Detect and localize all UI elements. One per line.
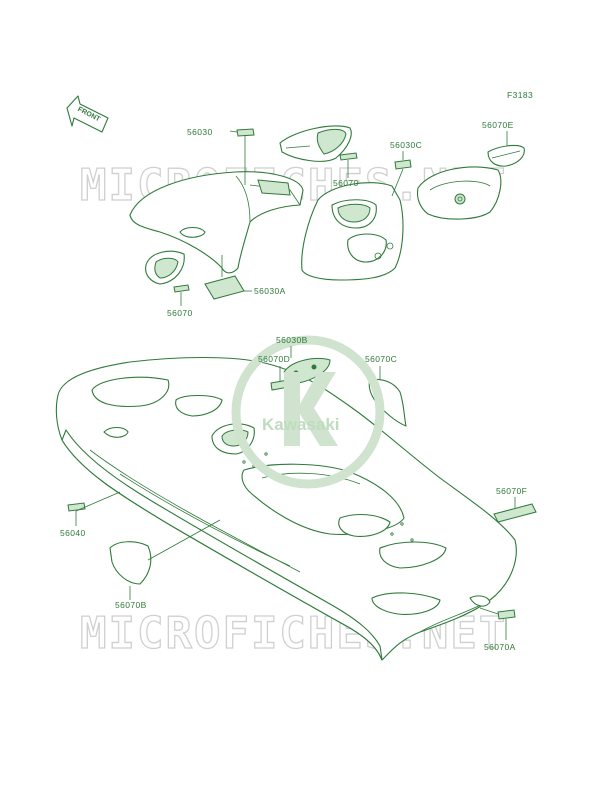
leader-lines	[75, 130, 516, 640]
console-panel-part	[416, 166, 502, 220]
front-arrow-icon: FRONT	[66, 95, 109, 133]
kawasaki-logo: Kawasaki	[231, 335, 385, 489]
callout-56030: 56030	[187, 127, 213, 137]
decal-56070F	[493, 503, 537, 523]
left-mirror-part	[145, 250, 185, 285]
decal-56030C	[394, 159, 412, 170]
callout-56070-left: 56070	[167, 308, 193, 318]
callout-56070E: 56070E	[482, 120, 514, 130]
callout-56030A: 56030A	[254, 286, 286, 296]
callout-56070A: 56070A	[484, 642, 516, 652]
callout-56070C: 56070C	[365, 354, 397, 364]
decal-56070-left	[173, 284, 190, 293]
cap-part	[487, 144, 525, 167]
callout-56070B: 56070B	[115, 600, 147, 610]
decal-56030B-dot2	[311, 364, 317, 370]
decal-56040	[67, 502, 86, 512]
figure-code: F3183	[507, 90, 533, 100]
callout-56030B: 56030B	[276, 335, 308, 345]
decal-56070A	[497, 609, 516, 620]
callout-56070D: 56070D	[258, 354, 290, 364]
decal-56070-top	[339, 152, 358, 161]
callout-56030C: 56030C	[390, 140, 422, 150]
handlebar-pod-part	[301, 182, 404, 281]
decal-56030	[236, 128, 255, 137]
logo-wordmark: Kawasaki	[262, 415, 340, 434]
callout-56070-top: 56070	[333, 178, 359, 188]
front-hood-part	[129, 171, 304, 274]
decal-56070B	[109, 541, 152, 585]
callout-56070F: 56070F	[496, 486, 527, 496]
mirror-part	[279, 125, 352, 162]
decal-56030A	[204, 275, 245, 300]
hull-part	[55, 356, 517, 661]
callout-56040: 56040	[60, 528, 86, 538]
